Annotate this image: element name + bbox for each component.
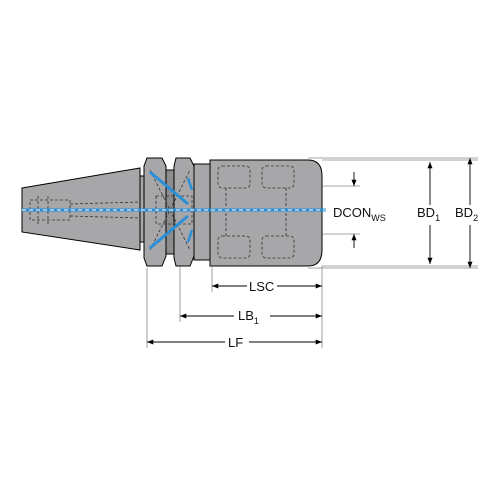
flange-right xyxy=(173,157,195,267)
dimension-labels: DCONWS BD1 BD2 LSC LB1 LF xyxy=(228,205,478,350)
label-lb1: LB1 xyxy=(238,308,259,326)
coolant-channels xyxy=(149,170,194,250)
label-bd2: BD2 xyxy=(455,205,478,223)
label-lsc: LSC xyxy=(249,279,274,294)
label-dconws: DCONWS xyxy=(333,205,386,223)
flange-left xyxy=(143,157,167,267)
collar xyxy=(193,163,211,261)
label-lf: LF xyxy=(228,335,243,350)
tool-body xyxy=(21,157,326,267)
head-hidden-lines xyxy=(149,165,295,259)
head xyxy=(209,159,323,267)
label-bd1: BD1 xyxy=(417,205,440,223)
